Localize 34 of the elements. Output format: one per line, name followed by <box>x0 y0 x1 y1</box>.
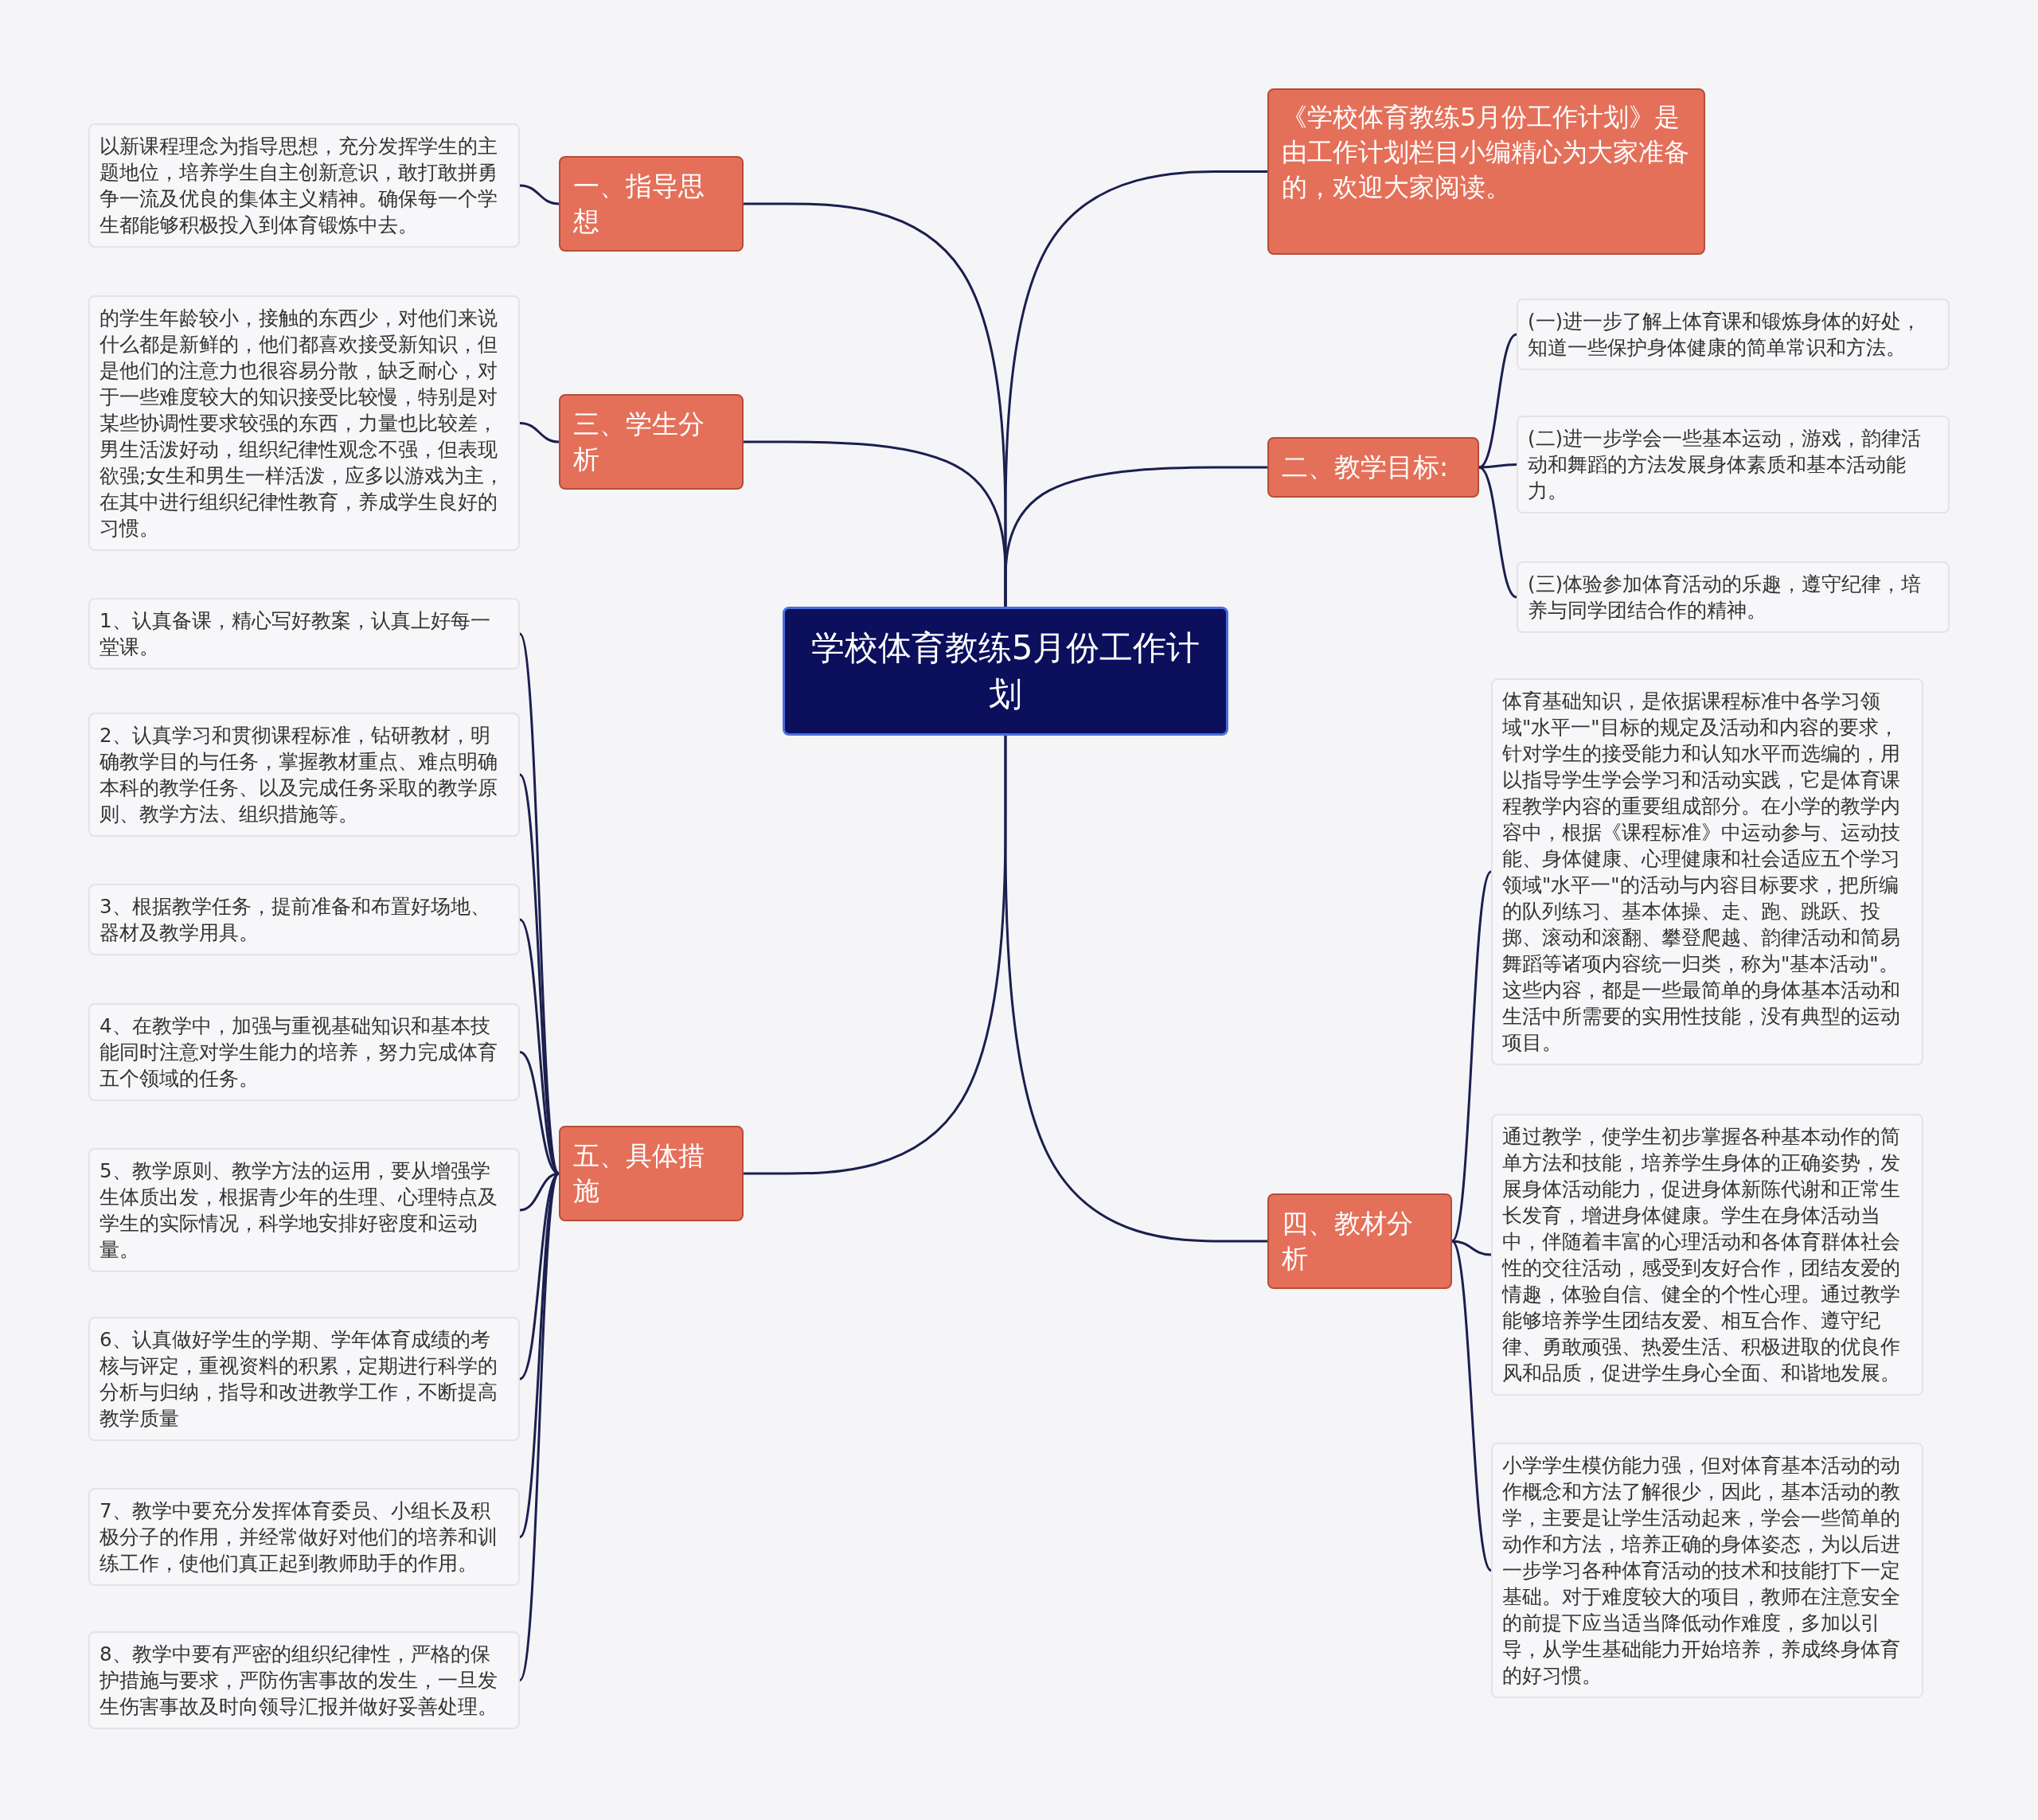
note-box: 8、教学中要有严密的组织纪律性，严格的保护措施与要求，严防伤害事故的发生，一旦发生伤害事故及时向领导汇报并做好妥善处理。 <box>88 1631 520 1729</box>
note-box: 6、认真做好学生的学期、学年体育成绩的考核与评定，重视资料的积累，定期进行科学的分析与归纳，指导和改进教学工作，不断提高教学质量 <box>88 1317 520 1441</box>
note-box: 小学学生模仿能力强，但对体育基本活动的动作概念和方法了解很少，因此，基本活动的教学，主要是让学生活动起来，学会一些简单的动作和方法，培养正确的身体姿态，为以后进一步学习各种体育活动的技术和技能打下一定基础。对于难度较大的项目，教师在注意安全的前提下应当适当降低动作难度，多加以引导，从学生基础能力开始培养，养成终身体育的好习惯。 <box>1491 1443 1923 1698</box>
note-box: 以新课程理念为指导思想，充分发挥学生的主题地位，培养学生自主创新意识，敢打敢拼勇争一流及优良的集体主义精神。确保每一个学生都能够积极投入到体育锻炼中去。 <box>88 123 520 248</box>
connector-line <box>744 736 1007 1175</box>
branch-topic-box: 二、教学目标: <box>1267 437 1479 498</box>
note-box: (三)体验参加体育活动的乐趣，遵守纪律，培养与同学团结合作的精神。 <box>1517 561 1950 633</box>
note-box: 通过教学，使学生初步掌握各种基本动作的简单方法和技能，培养学生身体的正确姿势，发展身体活动能力，促进身体新陈代谢和正常生长发育，增进身体健康。学生在身体活动当中，伴随着丰富的心理活动和各体育群体社会性的交往活动，感受到友好合作，团结友爱的情趣，体验自信、健全的个性心理。通过教学能够培养学生团结友爱、相互合作、遵守纪律、勇敢顽强、热爱生活、积极进取的优良作风和品质，促进学生身心全面、和谐地发展。 <box>1491 1114 1923 1396</box>
branch-topic-box: 三、学生分析 <box>559 394 744 490</box>
connector-line <box>518 633 560 1174</box>
connector-line <box>519 422 560 443</box>
connector-line <box>1478 463 1517 469</box>
note-box: 体育基础知识，是依据课程标准中各学习领域"水平一"目标的规定及活动和内容的要求，针对学生的接受能力和认知水平而选编的，用以指导学生学会学习和活动实践，它是体育课程教学内容的重要组成部分。在小学的教学内容中，根据《课程标准》中运动参与、运动技能、身体健康、心理健康和社会适应五个学习领域"水平一"的活动与内容目标要求，把所编的队列练习、基本体操、走、跑、跳跃、投掷、滚动和滚翻、攀登爬越、韵律活动和简易舞蹈等诸项内容统一归类，称为"基本活动"。这些内容，都是一些最简单的身体基本活动和生活中所需要的实用性技能，没有典型的运动项目。 <box>1491 678 1923 1065</box>
note-box: 5、教学原则、教学方法的运用，要从增强学生体质出发，根据青少年的生理、心理特点及学生的实际情况，科学地安排好密度和运动量。 <box>88 1148 520 1272</box>
branch-topic-box: 五、具体措施 <box>559 1126 744 1221</box>
connector-line <box>1478 466 1517 599</box>
note-box: 2、认真学习和贯彻课程标准，钻研教材，明确教学目的与任务，掌握教材重点、难点明确本科的教学任务、以及完成任务采取的教学原则、教学方法、组织措施等。 <box>88 713 520 837</box>
note-box: (一)进一步了解上体育课和锻炼身体的好处，知道一些保护身体健康的简单常识和方法。 <box>1517 299 1950 370</box>
connector-line <box>1450 871 1493 1242</box>
intro-box: 《学校体育教练5月份工作计划》是由工作计划栏目小编精心为大家准备的，欢迎大家阅读。 <box>1267 88 1705 255</box>
note-box: 3、根据教学任务，提前准备和布置好场地、器材及教学用具。 <box>88 884 520 955</box>
connector-line <box>518 1173 560 1681</box>
note-box: 7、教学中要充分发挥体育委员、小组长及积极分子的作用，并经常做好对他们的培养和训练工作，使他们真正起到教师助手的作用。 <box>88 1488 520 1586</box>
connector-line <box>744 440 1007 607</box>
branch-topic-box: 一、指导思想 <box>559 156 744 252</box>
note-box: (二)进一步学会一些基本运动，游戏，韵律活动和舞蹈的方法发展身体素质和基本活动能力。 <box>1517 416 1950 514</box>
connector-line <box>1450 1240 1493 1572</box>
branch-topic-box: 四、教材分析 <box>1267 1193 1452 1289</box>
connector-line <box>519 184 560 205</box>
central-topic-box: 学校体育教练5月份工作计划 <box>783 607 1228 736</box>
note-box: 4、在教学中，加强与重视基础知识和基本技能同时注意对学生能力的培养，努力完成体育五个领域的任务。 <box>88 1003 520 1101</box>
note-box: 的学生年龄较小，接触的东西少，对他们来说什么都是新鲜的，他们都喜欢接受新知识，但是他们的注意力也很容易分散，缺乏耐心，对于一些难度较大的知识接受比较慢，特别是对某些协调性要求较强的东西，力量也比较差，男生活泼好动，组织纪律性观念不强，但表现欲强;女生和男生一样活泼，应多以游戏为主，在其中进行组织纪律性教育，养成学生良好的习惯。 <box>88 295 520 551</box>
connector-line <box>1451 1240 1492 1256</box>
note-box: 1、认真备课，精心写好教案，认真上好每一堂课。 <box>88 598 520 670</box>
